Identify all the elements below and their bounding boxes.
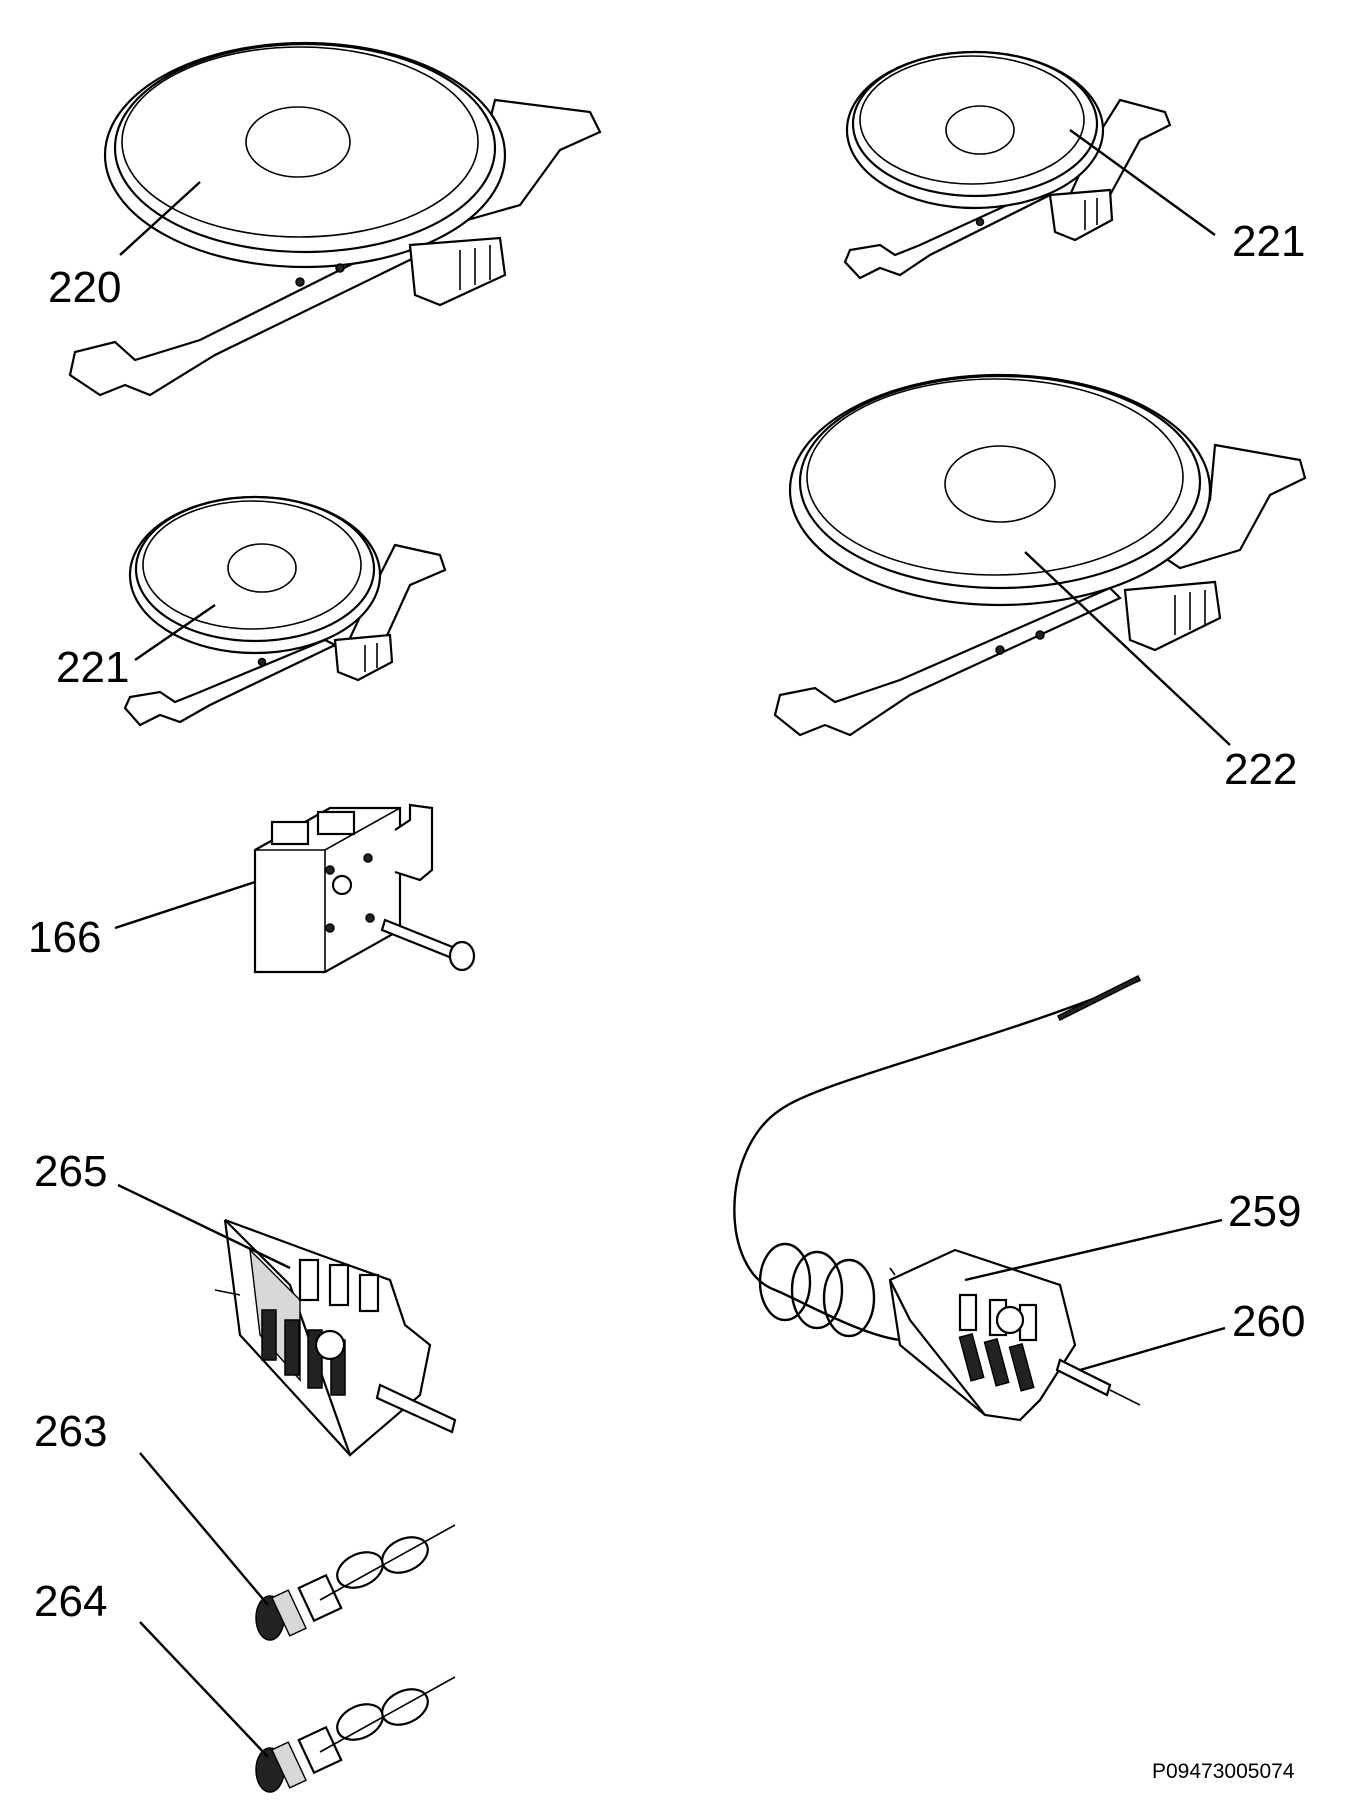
knob-264 <box>139 1621 456 1793</box>
callout-265: 265 <box>34 1147 107 1196</box>
leader-260 <box>1079 1326 1226 1372</box>
leader-263 <box>139 1452 269 1606</box>
callout-222: 222 <box>1224 745 1297 794</box>
callout-264: 264 <box>34 1577 107 1626</box>
callout-221-top: 221 <box>1232 217 1305 266</box>
hotplate-221-top <box>843 50 1216 280</box>
callout-260: 260 <box>1232 1297 1305 1346</box>
selector-switch-265 <box>117 1183 457 1457</box>
document-id: P09473005074 <box>1152 1760 1295 1783</box>
knob-263 <box>139 1452 456 1641</box>
leader-221-top <box>1069 129 1216 236</box>
callout-221-mid: 221 <box>56 643 129 692</box>
terminal-block-166 <box>114 803 476 974</box>
hotplate-220 <box>68 41 602 397</box>
thermostat-assembly <box>733 974 1226 1422</box>
callout-259: 259 <box>1228 1187 1301 1236</box>
callout-166: 166 <box>28 913 101 962</box>
leader-222 <box>1024 551 1231 746</box>
leader-265 <box>117 1183 291 1270</box>
leader-221-mid <box>134 604 216 661</box>
leader-259 <box>964 1218 1223 1282</box>
leader-264 <box>139 1621 269 1758</box>
hotplate-221-mid <box>123 495 447 727</box>
leader-220 <box>119 181 201 256</box>
callout-220: 220 <box>48 263 121 312</box>
leader-166 <box>114 880 256 930</box>
callout-263: 263 <box>34 1407 107 1456</box>
hotplate-222 <box>773 373 1307 746</box>
